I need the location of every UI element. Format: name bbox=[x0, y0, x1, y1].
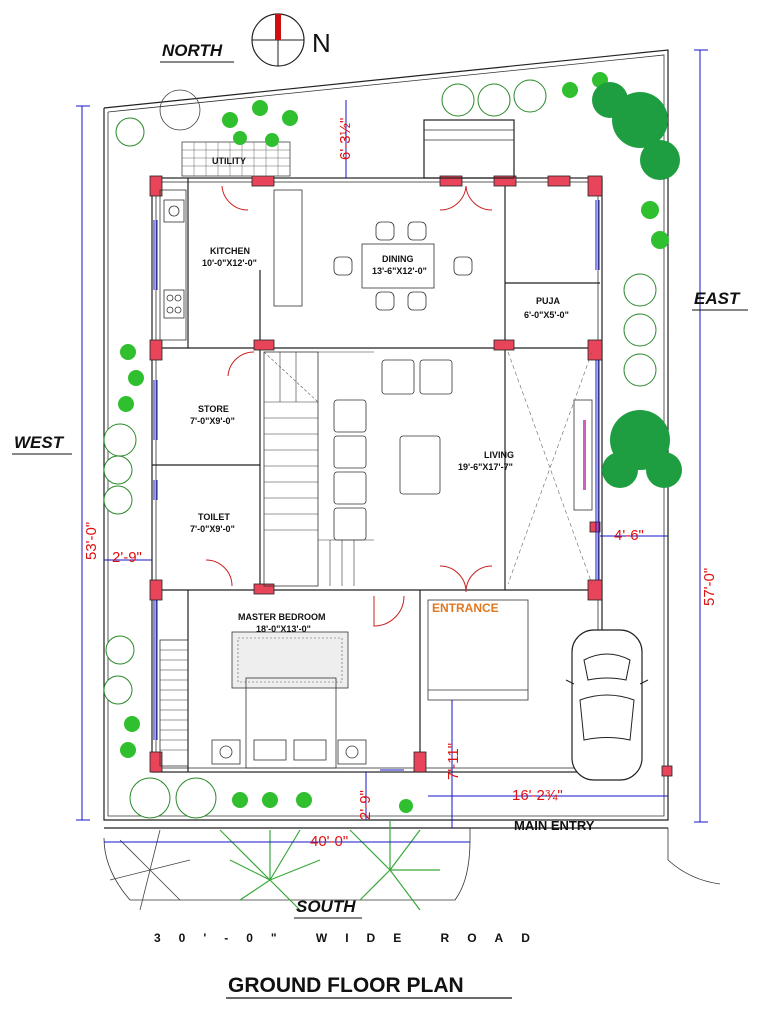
toilet-label: TOILET bbox=[198, 512, 230, 522]
north-setback-dim: 6'-3½" bbox=[337, 118, 354, 160]
west-label: WEST bbox=[14, 433, 65, 452]
plot-boundary bbox=[103, 49, 721, 901]
utility-area bbox=[181, 141, 291, 177]
road-label: 30'-0" WIDE ROAD bbox=[154, 931, 548, 945]
living-furniture bbox=[333, 351, 593, 585]
bedroom-furniture bbox=[159, 631, 367, 769]
south-label: SOUTH bbox=[296, 897, 356, 916]
parking-width-dim: 16'-2¾" bbox=[512, 787, 563, 804]
compass-north-letter: N bbox=[312, 28, 331, 58]
columns bbox=[149, 175, 673, 777]
master-bedroom-size: 18'-0"X13'-0" bbox=[256, 624, 311, 634]
puja-label: PUJA bbox=[536, 296, 561, 306]
doors bbox=[205, 185, 493, 627]
east-setback-dim: 4'-6" bbox=[614, 527, 644, 544]
house-outline bbox=[151, 177, 603, 773]
living-size: 19'-6"X17'-7" bbox=[458, 462, 513, 472]
store-label: STORE bbox=[198, 404, 229, 414]
staircase bbox=[263, 351, 374, 587]
kitchen-label: KITCHEN bbox=[210, 246, 250, 256]
east-label: EAST bbox=[694, 289, 741, 308]
foliage bbox=[103, 72, 682, 911]
kitchen-size: 10'-0"X12'-0" bbox=[202, 258, 257, 268]
windows bbox=[153, 200, 600, 771]
north-steps bbox=[423, 119, 515, 179]
north-label: NORTH bbox=[162, 41, 223, 60]
puja-size: 6'-0"X5'-0" bbox=[524, 310, 569, 320]
south-setback-dim: 2'-9" bbox=[357, 790, 374, 820]
dining-table bbox=[333, 221, 473, 311]
parking-depth-dim: 7'-11" bbox=[445, 743, 462, 780]
kitchen-fixtures bbox=[159, 189, 303, 341]
compass: N bbox=[251, 13, 331, 67]
front-width-dim: 40'-0" bbox=[310, 833, 348, 850]
east-total-dim: 57'-0" bbox=[701, 568, 718, 606]
car bbox=[565, 629, 649, 781]
toilet-size: 7'-0"X9'-0" bbox=[190, 524, 235, 534]
plan-title: GROUND FLOOR PLAN bbox=[228, 974, 464, 997]
dining-size: 13'-6"X12'-0" bbox=[372, 266, 427, 276]
dimension-lines bbox=[76, 49, 708, 843]
living-label: LIVING bbox=[484, 450, 514, 460]
master-bedroom-label: MASTER BEDROOM bbox=[238, 612, 326, 622]
main-entry-label: MAIN ENTRY bbox=[514, 818, 595, 833]
utility-label: UTILITY bbox=[212, 156, 246, 166]
west-total-dim: 53'-0" bbox=[83, 522, 100, 560]
dining-label: DINING bbox=[382, 254, 414, 264]
west-setback-dim: 2'-9" bbox=[112, 549, 142, 566]
store-size: 7'-0"X9'-0" bbox=[190, 416, 235, 426]
entrance-label: ENTRANCE bbox=[432, 601, 499, 615]
